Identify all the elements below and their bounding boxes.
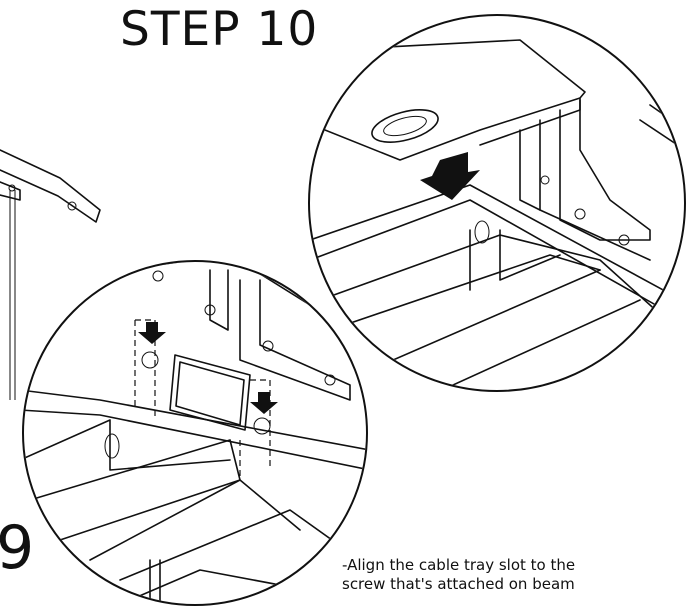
- detail-circle-bottom: [22, 260, 368, 606]
- step-title: STEP 10: [120, 2, 319, 57]
- detail-circle-top: [308, 14, 686, 392]
- left-frame-drawing: [0, 149, 101, 400]
- instruction-line-1: -Align the cable tray slot to the: [342, 556, 576, 574]
- instruction-line-2: screw that's attached on beam: [342, 575, 575, 593]
- page-number: 9: [0, 513, 35, 583]
- instruction-note: -Align the cable tray slot to the screw …: [342, 556, 575, 594]
